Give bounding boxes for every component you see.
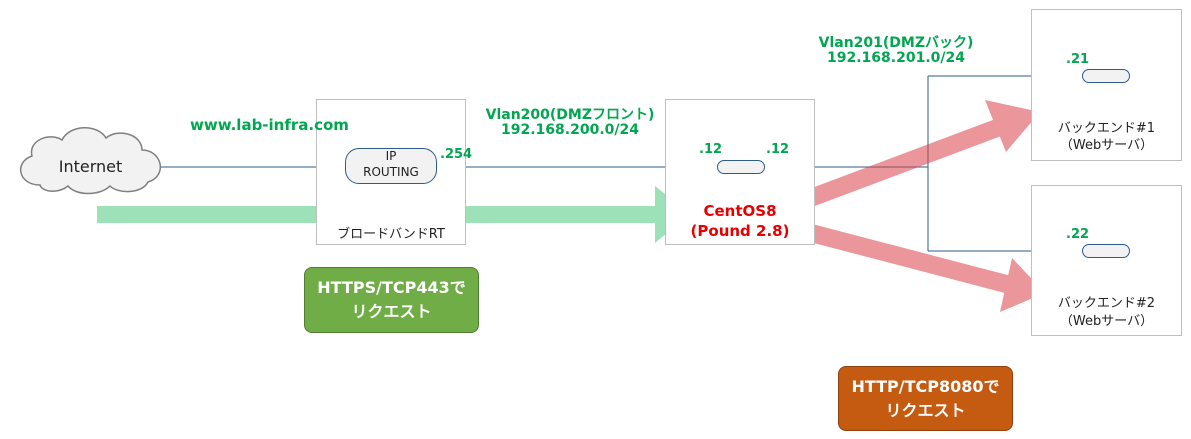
vlan200-subnet: 192.168.200.0/24 <box>501 122 639 138</box>
internet-label: Internet <box>58 157 123 176</box>
backend2-role: （Webサーバ） <box>1059 314 1154 329</box>
http-flow-arrow-backend1 <box>788 100 1040 214</box>
backend2-name: バックエンド#2 <box>1057 296 1156 311</box>
backend2-nic-pill <box>1082 244 1130 258</box>
ip-routing-pill <box>345 148 437 184</box>
vlan201-name: Vlan201(DMZバック) <box>818 35 974 51</box>
backend1-port: .21 <box>1066 52 1090 67</box>
http-request-badge: HTTP/TCP8080で リクエスト <box>838 366 1013 431</box>
ip-routing-label-line2: ROUTING <box>363 165 419 179</box>
proxy-name: CentOS8 <box>703 202 777 220</box>
ip-routing-label-line1: IP <box>385 149 397 163</box>
domain-label: www.lab-infra.com <box>190 116 349 134</box>
vlan201-subnet: 192.168.201.0/24 <box>827 50 965 66</box>
https-request-badge: HTTPS/TCP443で リクエスト <box>304 267 479 333</box>
proxy-port-left: .12 <box>699 142 723 157</box>
https-badge-line2: リクエスト <box>351 302 432 321</box>
proxy-software: (Pound 2.8) <box>690 222 790 240</box>
backend1-box <box>1031 9 1182 161</box>
http-badge-line1: HTTP/TCP8080で <box>851 376 1000 396</box>
backend1-name: バックエンド#1 <box>1057 121 1156 136</box>
router-label: ブロードバンドRT <box>337 227 445 242</box>
https-badge-line1: HTTPS/TCP443で <box>317 278 466 297</box>
http-flow-arrow-backend2 <box>789 219 1045 312</box>
backend2-port: .22 <box>1066 227 1090 242</box>
proxy-port-right: .12 <box>766 142 790 157</box>
backend1-role: （Webサーバ） <box>1059 138 1154 153</box>
vlan200-name: Vlan200(DMZフロント) <box>485 107 655 123</box>
internet-cloud-icon <box>19 127 162 195</box>
proxy-nic-pill <box>717 160 765 174</box>
router-port-254: .254 <box>440 147 473 162</box>
http-badge-line2: リクエスト <box>885 400 966 420</box>
backend1-nic-pill <box>1082 69 1130 83</box>
backend2-box <box>1031 185 1182 336</box>
